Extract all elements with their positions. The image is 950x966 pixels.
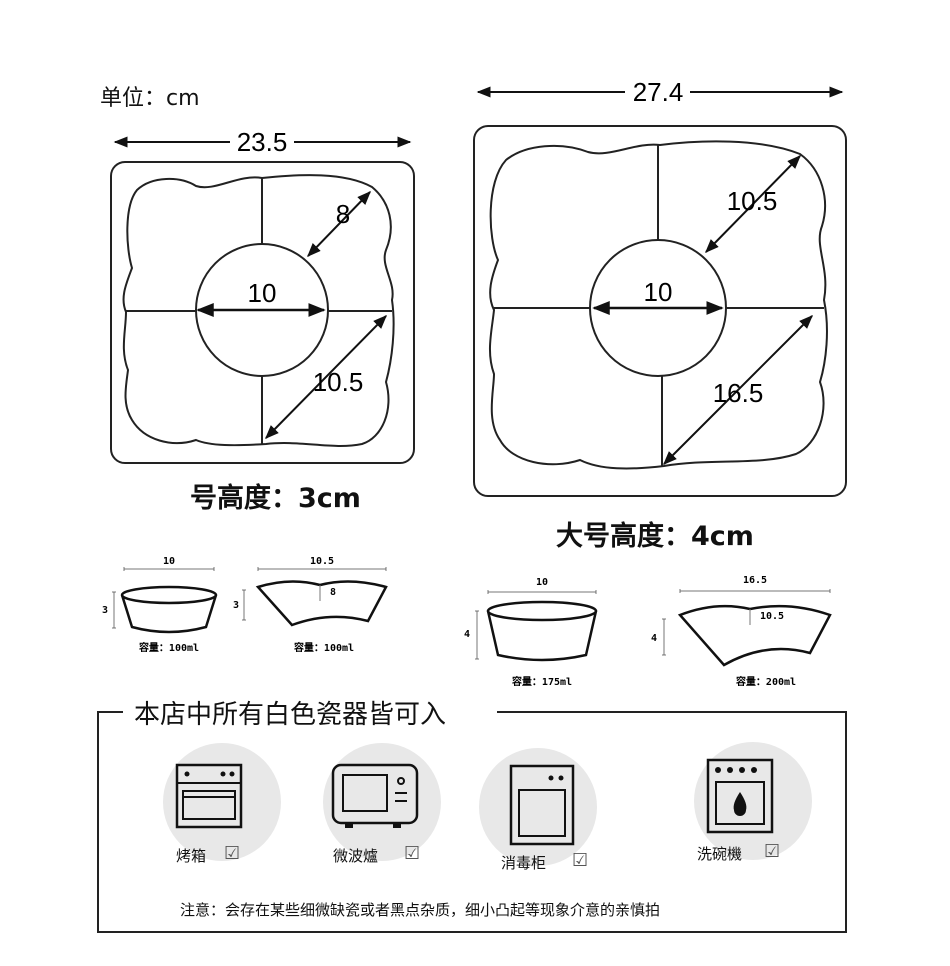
sterilizer-badge (479, 748, 597, 866)
large-center-label: 10 (644, 277, 673, 307)
large-petal-bowl: 16.5 4 10.5 容量：200ml (651, 575, 832, 688)
small-diag-label: 10.5 (313, 367, 364, 397)
large-tray (473, 125, 847, 497)
large-petal-label: 10.5 (727, 186, 778, 216)
small-round-bowl: 10 3 容量：100ml (102, 556, 218, 654)
plate-diagrams: 23.5 10 8 10.5 27.4 10 10.5 16.5 (110, 77, 847, 497)
large-petal-capacity: 容量：200ml (735, 675, 796, 688)
check-icon: ☑ (404, 843, 421, 864)
small-height-caption: 号高度：3cm (190, 483, 361, 514)
small-petal-bowl: 10.5 3 8 容量：100ml (233, 556, 388, 654)
notice-border (497, 711, 845, 713)
small-petal-inner: 8 (330, 587, 336, 598)
small-petal-arrow (307, 190, 371, 258)
large-round-bowl: 10 4 容量：175ml (464, 577, 598, 688)
microwave-icon (331, 763, 419, 828)
microwave-label: 微波爐 (333, 847, 379, 865)
dishwasher-icon (706, 758, 774, 834)
large-round-width: 10 (536, 577, 548, 588)
small-diag-arrow (265, 315, 387, 439)
notice-note: 注意：会存在某些细微缺瓷或者黑点杂质，细小凸起等现象介意的亲慎拍 (180, 901, 661, 919)
check-icon: ☑ (224, 843, 241, 864)
large-petal-width: 16.5 (743, 575, 767, 586)
check-icon: ☑ (764, 841, 781, 862)
check-icon: ☑ (572, 850, 589, 871)
large-petal-height: 4 (651, 633, 657, 644)
notice-border (97, 711, 123, 713)
small-round-width: 10 (163, 556, 175, 567)
bowl-side-views: 10 3 容量：100ml 10.5 3 8 容量：100ml 10 4 容量：… (102, 556, 832, 688)
oven-badge (163, 743, 281, 861)
large-diag-label: 16.5 (713, 378, 764, 408)
small-round-height: 3 (102, 605, 108, 616)
small-petal-capacity: 容量：100ml (293, 641, 354, 654)
oven-icon (175, 763, 243, 829)
large-plate: 27.4 10 10.5 16.5 (473, 77, 847, 497)
small-center-label: 10 (248, 278, 277, 308)
dishwasher-label: 洗碗機 (697, 845, 743, 863)
large-diag-arrow (663, 315, 813, 465)
large-petal-arrow (705, 154, 801, 254)
sterilizer-label: 消毒柜 (501, 854, 547, 872)
small-petal-width: 10.5 (310, 556, 334, 567)
large-round-height: 4 (464, 629, 470, 640)
small-plate-outline (122, 174, 395, 447)
sterilizer-icon (509, 764, 575, 846)
microwave-badge (323, 743, 441, 861)
small-petal-label: 8 (336, 199, 350, 229)
oven-label: 烤箱 (176, 847, 207, 865)
large-height-caption: 大号高度：4cm (556, 521, 754, 552)
large-round-capacity: 容量：175ml (511, 675, 572, 688)
small-tray (110, 161, 415, 464)
small-round-capacity: 容量：100ml (138, 641, 199, 654)
large-petal-inner: 10.5 (760, 611, 784, 622)
large-width-label: 27.4 (633, 77, 684, 107)
notice-title: 本店中所有白色瓷器皆可入 (124, 694, 457, 731)
small-width-label: 23.5 (237, 127, 288, 157)
small-plate: 23.5 10 8 10.5 (110, 127, 415, 464)
dishwasher-badge (694, 742, 812, 860)
notice-box (97, 711, 847, 933)
unit-label: 单位：cm (100, 86, 200, 111)
small-petal-height: 3 (233, 600, 239, 611)
